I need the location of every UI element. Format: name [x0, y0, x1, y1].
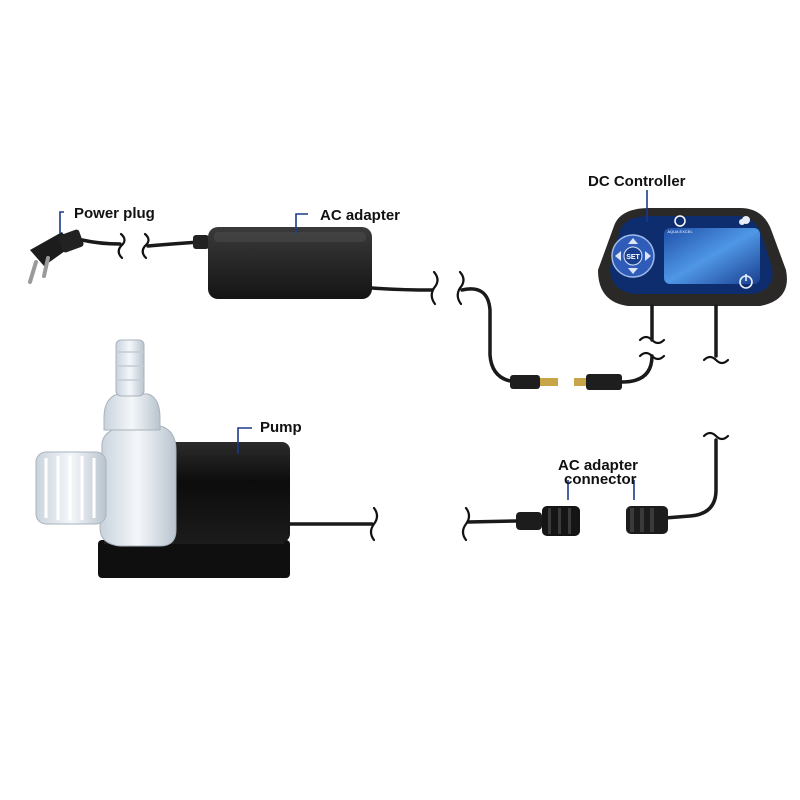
label-pump: Pump [237, 419, 302, 454]
brand-text: AQUA EXCEL [667, 229, 693, 234]
ac-adapter-brick [193, 227, 372, 299]
brand-logo-icon [674, 215, 686, 227]
label-power-plug: Power plug [59, 205, 155, 234]
pump-outlet-nozzle [115, 339, 145, 397]
connector-label-line1: AC adapter [558, 457, 638, 474]
down-arrow-icon[interactable] [628, 268, 638, 274]
label-dc-controller: DC Controller [588, 173, 686, 222]
ac-adapter-connector-female [626, 506, 668, 534]
right-arrow-icon[interactable] [645, 251, 651, 261]
label-ac-adapter: AC adapter [295, 207, 400, 234]
label-ac-adapter-connector: AC adapter connector [558, 457, 638, 500]
ac-adapter-connector-male [516, 506, 580, 536]
set-button[interactable] [623, 246, 643, 266]
left-arrow-icon[interactable] [615, 251, 621, 261]
power-plug [28, 229, 84, 284]
dc-barrel-plug [510, 375, 558, 389]
pump-motor [150, 442, 290, 542]
dc-controller: SET AQUA EXCEL [598, 208, 787, 306]
power-icon[interactable] [739, 274, 753, 289]
up-arrow-icon[interactable] [628, 238, 638, 244]
weather-icon [739, 216, 750, 225]
pump-base [98, 540, 290, 578]
set-button-label: SET [626, 254, 640, 261]
controller-screen [664, 228, 760, 284]
dc-barrel-socket [574, 374, 622, 390]
pump [35, 339, 290, 578]
pump-label: Pump [260, 419, 302, 436]
dc-controller-label: DC Controller [588, 173, 686, 190]
ac-adapter-label: AC adapter [320, 207, 400, 224]
connector-label-line2: connector [564, 471, 637, 488]
power-plug-label: Power plug [74, 205, 155, 222]
